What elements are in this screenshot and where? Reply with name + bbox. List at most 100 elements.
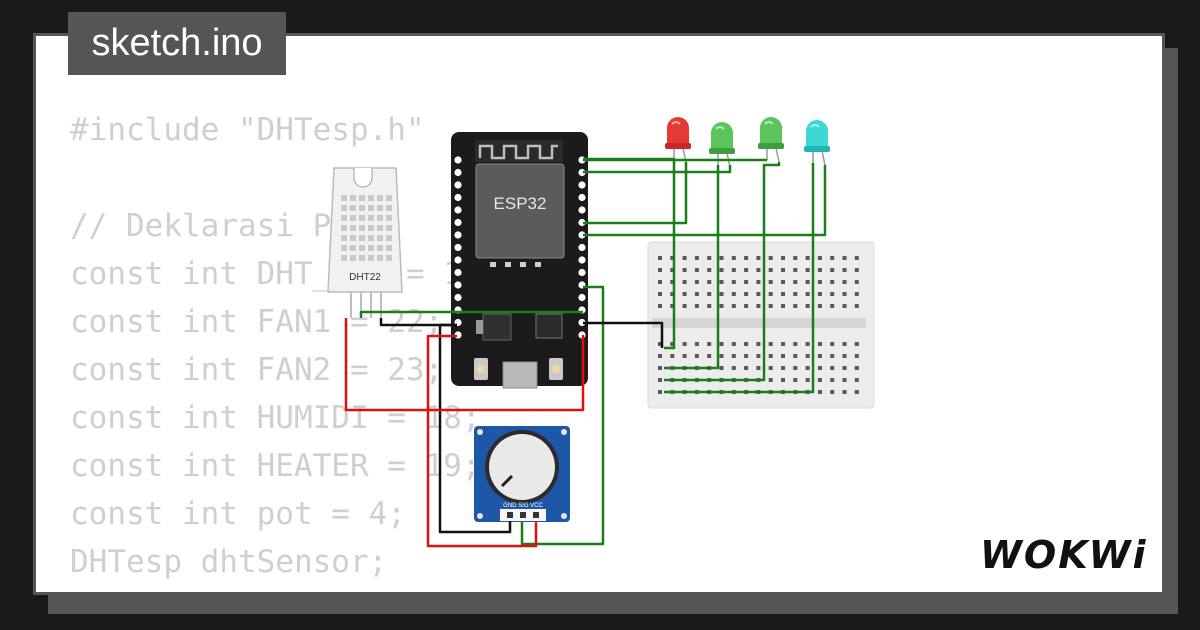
code-line: const int FAN2 = 23;	[70, 352, 444, 388]
breadboard-hole	[842, 256, 847, 260]
breadboard-hole	[854, 292, 859, 296]
breadboard-hole	[830, 378, 835, 382]
breadboard-hole	[707, 292, 712, 296]
wire-green	[583, 162, 688, 225]
esp32-pin	[578, 231, 586, 239]
dht22-vent	[359, 235, 365, 241]
breadboard-hole	[768, 292, 773, 296]
dht22-vent	[350, 255, 356, 261]
breadboard-hole	[731, 304, 736, 308]
dht22-vent	[377, 215, 383, 221]
breadboard-hole	[670, 304, 675, 308]
breadboard-hole	[817, 354, 822, 358]
breadboard-hole	[793, 304, 798, 308]
dht22-vent	[368, 235, 374, 241]
breadboard-hole	[793, 268, 798, 272]
breadboard-hole	[842, 366, 847, 370]
breadboard-hole	[830, 256, 835, 260]
breadboard-hole	[830, 292, 835, 296]
breadboard-hole	[658, 354, 662, 358]
dht22-vent	[377, 235, 383, 241]
dht22-vent	[386, 215, 392, 221]
breadboard-hole	[817, 342, 822, 346]
dht22-vent	[386, 225, 392, 231]
code-line: const int FAN1 = 22;	[70, 304, 444, 340]
breadboard-hole	[781, 378, 785, 382]
esp32-chip-label: ESP32	[494, 194, 547, 213]
breadboard-hole	[682, 292, 687, 296]
breadboard-hole	[768, 354, 773, 358]
esp32-pin	[454, 156, 462, 164]
breadboard-hole	[670, 268, 675, 272]
dht22-vent	[386, 195, 392, 201]
breadboard-hole	[756, 292, 761, 296]
esp32-pin	[454, 168, 462, 177]
breadboard-hole	[830, 280, 835, 284]
breadboard-hole	[658, 292, 662, 296]
esp32-pin	[578, 243, 586, 252]
breadboard-hole	[707, 280, 712, 284]
breadboard-hole	[805, 280, 810, 284]
dht22-vent	[359, 225, 365, 231]
wire-green	[359, 310, 583, 318]
breadboard-hole	[682, 256, 687, 260]
breadboard-hole	[842, 354, 847, 358]
wire-black	[379, 318, 457, 327]
breadboard-hole	[793, 366, 798, 370]
breadboard-hole	[694, 256, 699, 260]
breadboard-hole	[744, 280, 749, 284]
esp32-pin	[578, 256, 586, 264]
breadboard-hole	[694, 354, 699, 358]
breadboard-hole	[793, 280, 798, 284]
breadboard-hole	[842, 342, 847, 346]
esp32-pin	[454, 268, 462, 277]
breadboard-hole	[719, 366, 724, 370]
breadboard-hole	[854, 390, 859, 394]
breadboard-hole	[768, 378, 773, 382]
breadboard-hole	[805, 342, 810, 346]
dht22-vent	[350, 225, 356, 231]
breadboard-hole	[781, 304, 785, 308]
wire-green	[664, 162, 781, 382]
breadboard-hole	[658, 342, 662, 346]
dht22-vent	[359, 205, 365, 211]
wire-red	[344, 318, 585, 412]
dht22-vent	[368, 255, 374, 261]
esp32-pin	[578, 318, 586, 327]
dht22-vent	[377, 205, 383, 211]
breadboard-hole	[756, 354, 761, 358]
dht22-vent	[350, 245, 356, 251]
breadboard-hole	[707, 256, 712, 260]
dht22-vent	[341, 235, 347, 241]
breadboard-hole	[817, 378, 822, 382]
esp32-pin	[454, 243, 462, 252]
breadboard-hole	[817, 304, 822, 308]
breadboard-hole	[744, 268, 749, 272]
led-green	[709, 122, 735, 168]
breadboard-hole	[756, 256, 761, 260]
breadboard-hole	[781, 354, 785, 358]
breadboard-hole	[793, 354, 798, 358]
pot-pin-labels: GND SIG VCC	[503, 503, 543, 509]
breadboard-hole	[719, 304, 724, 308]
breadboard-hole	[830, 304, 835, 308]
dht22-vent	[341, 225, 347, 231]
esp32-pin	[454, 193, 462, 202]
dht22-label: DHT22	[349, 272, 381, 283]
breadboard-hole	[805, 366, 810, 370]
breadboard-hole	[842, 280, 847, 284]
dht22-vent	[386, 245, 392, 251]
breadboard-hole	[707, 268, 712, 272]
esp32-board: ESP32	[451, 132, 588, 389]
breadboard-hole	[830, 390, 835, 394]
dht22-vent	[386, 205, 392, 211]
dht22-vent	[341, 245, 347, 251]
breadboard-hole	[731, 342, 736, 346]
breadboard-hole	[682, 304, 687, 308]
breadboard-hole	[719, 280, 724, 284]
breadboard-hole	[731, 354, 736, 358]
breadboard-hole	[842, 268, 847, 272]
wire-green	[664, 163, 815, 394]
code-line: const int HEATER = 19;	[70, 448, 481, 484]
